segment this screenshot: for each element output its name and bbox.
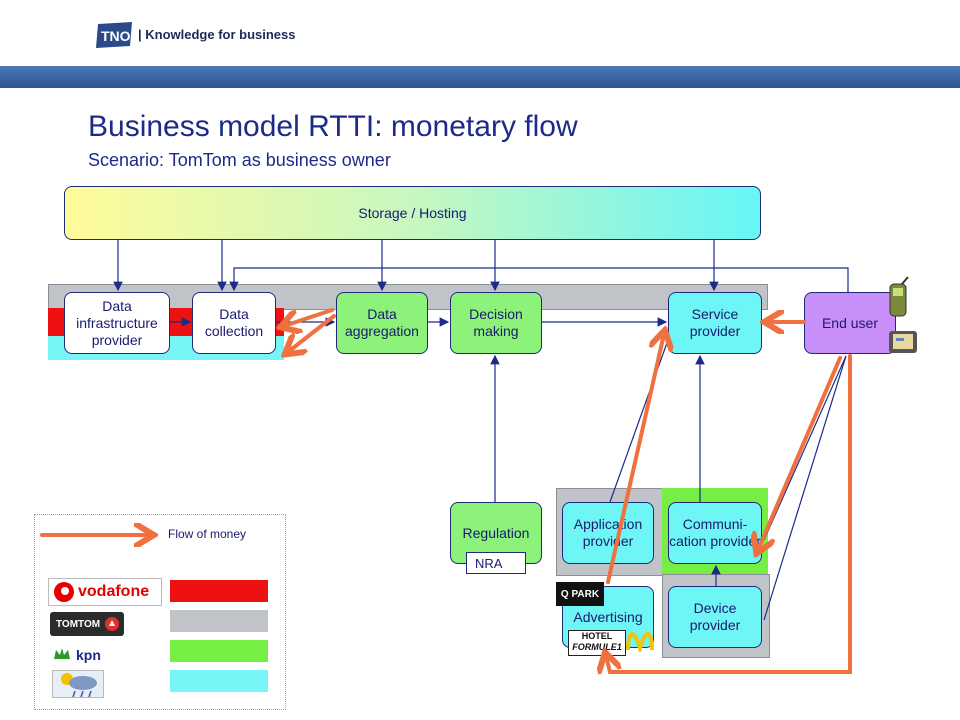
header-band xyxy=(0,66,960,88)
vodafone-text: vodafone xyxy=(78,583,150,600)
tno-logo-icon: TNO xyxy=(96,22,132,48)
legend-flow-label: Flow of money xyxy=(168,527,247,541)
legend-swatch-kpn xyxy=(170,640,268,662)
nra-label: NRA xyxy=(475,556,503,571)
weather-rain-icon xyxy=(61,673,97,698)
navigation-device-icon xyxy=(888,330,918,354)
end-user: End user xyxy=(804,292,896,354)
kpn-crown-icon xyxy=(54,648,70,659)
kpn-logo: kpn xyxy=(52,642,112,668)
money-aggregation-to-cyan xyxy=(288,314,336,352)
enduser-to-communication-line xyxy=(763,355,847,541)
communication-provider-label: Communi- cation provider xyxy=(669,516,761,549)
service-provider: Service provider xyxy=(668,292,762,354)
application-provider: Application provider xyxy=(562,502,654,564)
tomtom-hand-icon xyxy=(105,617,120,631)
data-infrastructure-label: Data infrastructure provider xyxy=(76,297,158,348)
regulation-label: Regulation xyxy=(462,524,530,541)
tomtom-logo: TOMTOM xyxy=(50,612,124,636)
service-provider-label: Service provider xyxy=(689,306,741,339)
storage-hosting: Storage / Hosting xyxy=(64,186,761,240)
slide-title: Business model RTTI: monetary flow xyxy=(88,110,578,143)
svg-text:TNO: TNO xyxy=(101,28,131,44)
formule1-logo: HOTEL FORMULE1 xyxy=(568,630,626,656)
qpark-logo: Q PARK xyxy=(556,582,604,606)
tomtom-text: TOMTOM xyxy=(56,618,101,630)
kpn-text: kpn xyxy=(76,647,101,663)
qpark-text: Q PARK xyxy=(560,588,600,600)
weather-logo xyxy=(52,670,104,698)
legend xyxy=(34,514,286,710)
money-aggregation-to-collection xyxy=(284,308,334,326)
decision-making: Decision making xyxy=(450,292,542,354)
storage-label: Storage / Hosting xyxy=(358,204,467,221)
hotel-text: HOTEL xyxy=(581,631,613,641)
vodafone-icon xyxy=(54,582,74,602)
legend-swatch-cyan xyxy=(170,670,268,692)
tagline: | Knowledge for business xyxy=(138,27,296,42)
end-user-label: End user xyxy=(821,314,879,331)
decision-making-label: Decision making xyxy=(469,306,523,339)
tno-logo: TNO xyxy=(92,20,136,50)
legend-swatch-tomtom xyxy=(170,610,268,632)
money-enduser-to-communication xyxy=(758,356,842,550)
data-collection: Data collection xyxy=(192,292,276,354)
nra-label-box: NRA xyxy=(466,552,526,574)
enduser-to-device-line xyxy=(763,355,847,621)
data-aggregation: Data aggregation xyxy=(336,292,428,354)
formule1-text: FORMULE1 xyxy=(572,642,622,652)
data-collection-label: Data collection xyxy=(204,306,264,339)
legend-swatch-vodafone xyxy=(170,580,268,602)
mcdonalds-icon xyxy=(626,626,654,652)
device-provider: Device provider xyxy=(668,586,762,648)
slide-subtitle: Scenario: TomTom as business owner xyxy=(88,150,391,170)
data-aggregation-label: Data aggregation xyxy=(345,306,419,339)
advertising-label: Advertising xyxy=(573,609,643,625)
application-provider-label: Application provider xyxy=(573,516,643,549)
mobile-phone-icon xyxy=(884,276,912,318)
communication-provider: Communi- cation provider xyxy=(668,502,762,564)
application-to-service-line xyxy=(609,339,669,503)
device-provider-label: Device provider xyxy=(689,600,741,633)
data-infrastructure-provider: Data infrastructure provider xyxy=(64,292,170,354)
vodafone-logo: vodafone xyxy=(48,578,162,606)
